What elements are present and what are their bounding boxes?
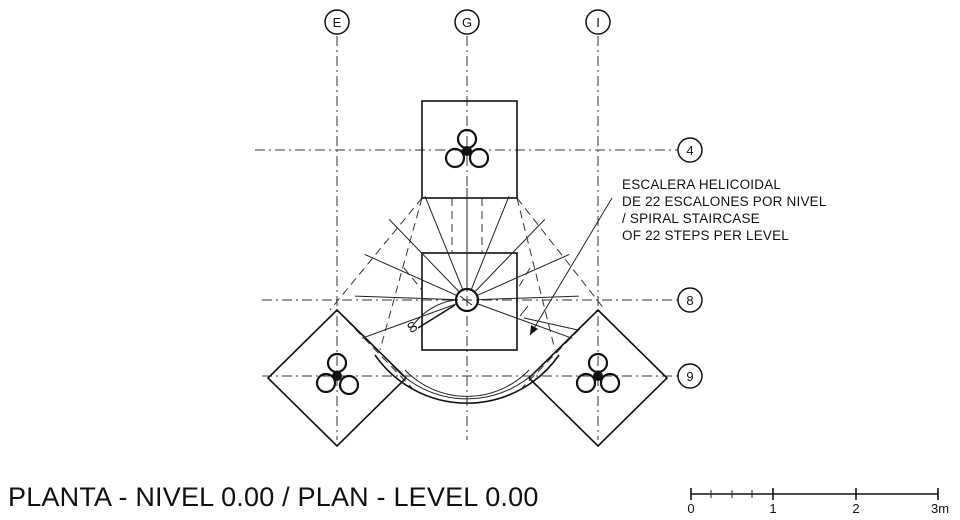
note-leader: [529, 197, 613, 336]
grid-label-9: 9: [686, 369, 693, 384]
grid-label-e: E: [333, 15, 342, 30]
grid-bubble-4: 4: [677, 137, 703, 163]
grid-label-i: I: [596, 15, 600, 30]
annotation-line: / SPIRAL STAIRCASE: [622, 211, 760, 226]
column-top: [421, 100, 518, 199]
scale-label-3m: 3m: [931, 501, 949, 516]
stair-tread: [361, 303, 456, 339]
staircase-annotation: ESCALERA HELICOIDAL DE 22 ESCALONES POR …: [622, 176, 882, 244]
column-core-icon: [315, 352, 360, 396]
scale-label-0: 0: [687, 501, 694, 516]
stair-tread: [474, 219, 546, 292]
grid-bubble-i: I: [585, 9, 611, 35]
stair-treads: [355, 188, 579, 339]
grid-label-g: G: [462, 15, 472, 30]
grid-label-4: 4: [686, 143, 693, 158]
scale-label-1: 1: [769, 501, 776, 516]
stair-tread: [478, 295, 579, 301]
stair-direction-label: S: [404, 318, 420, 337]
scale-bar: 0 1 2 3m: [687, 488, 949, 516]
grid-bubble-8: 8: [677, 287, 703, 313]
grid-bubble-e: E: [324, 9, 350, 35]
stair-tread: [355, 295, 456, 301]
stair-tread: [477, 253, 570, 296]
annotation-line: DE 22 ESCALONES POR NIVEL: [622, 194, 827, 209]
stair-tread: [364, 253, 457, 296]
annotation-line: ESCALERA HELICOIDAL: [622, 177, 782, 192]
stair-core-square: [421, 252, 518, 351]
annotation-line: OF 22 STEPS PER LEVEL: [622, 228, 790, 243]
column-left-diamond: [266, 308, 408, 448]
drawing-title: PLANTA - NIVEL 0.00 / PLAN - LEVEL 0.00: [8, 482, 539, 512]
column-right-diamond: [527, 308, 669, 448]
column-core-icon: [444, 128, 490, 169]
stair-tread: [471, 196, 510, 290]
scale-label-2: 2: [852, 501, 859, 516]
grid-label-8: 8: [686, 293, 693, 308]
stair-tread: [478, 303, 573, 339]
stair-tread: [388, 219, 460, 292]
stair-tread: [424, 196, 463, 290]
column-core-icon: [575, 352, 621, 394]
stair-direction-arrow: [417, 304, 456, 329]
grid-bubble-9: 9: [677, 363, 703, 389]
grid-bubble-g: G: [454, 9, 480, 35]
